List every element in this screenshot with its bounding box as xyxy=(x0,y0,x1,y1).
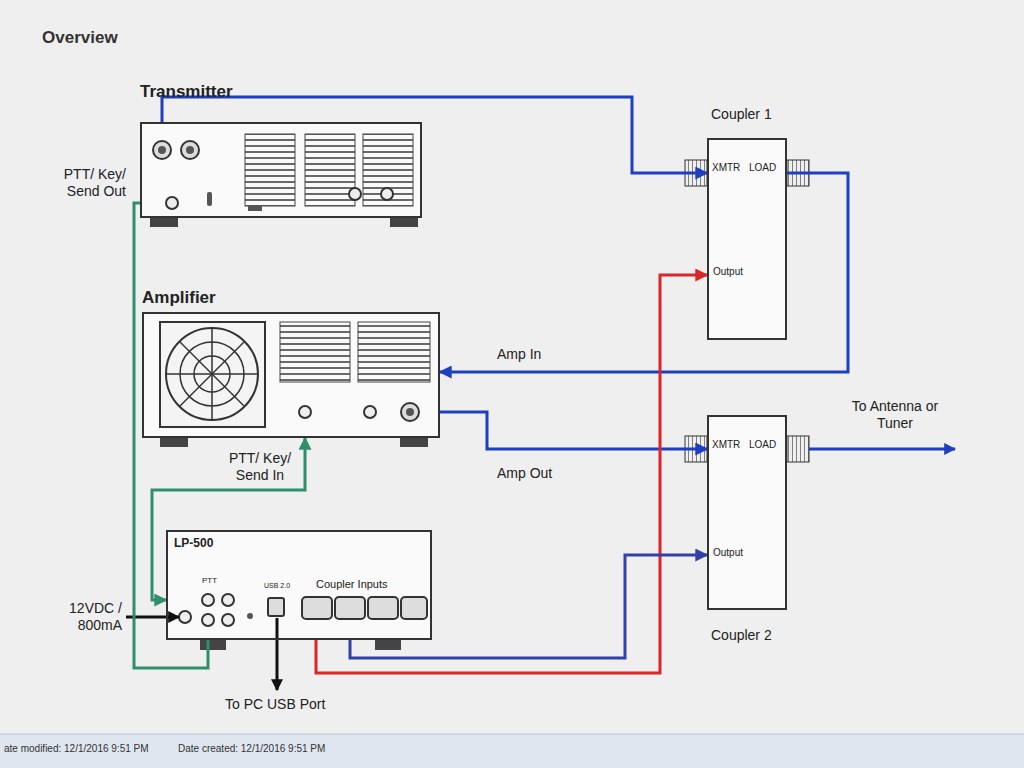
amplifier-panel xyxy=(358,322,430,382)
coupler-body xyxy=(707,415,787,610)
lp500-panel xyxy=(268,598,284,616)
lp500-panel xyxy=(179,611,191,623)
panel-label: XMTR xyxy=(712,439,740,451)
lp500-panel xyxy=(368,597,398,619)
diagram-title: Overview xyxy=(42,28,118,48)
transmitter-panel xyxy=(140,122,422,218)
status-bar xyxy=(0,734,1024,768)
coupler-box: XMTRLOADOutputCoupler 2 xyxy=(707,415,787,610)
cable xyxy=(134,203,208,668)
coupler-body xyxy=(707,138,787,340)
lp500-panel xyxy=(401,597,427,619)
cable xyxy=(350,555,707,658)
amplifier-panel xyxy=(142,312,440,447)
cable xyxy=(316,275,707,673)
transmitter-panel xyxy=(363,134,413,206)
cable xyxy=(440,412,707,449)
unit-heading: Amplifier xyxy=(142,288,216,308)
transmitter-panel xyxy=(186,146,194,154)
transmitter-panel xyxy=(248,205,262,211)
transmitter-panel xyxy=(305,134,355,206)
transmitter-panel xyxy=(166,197,178,209)
panel-label: LOAD xyxy=(749,439,776,451)
amplifier-panel xyxy=(180,342,244,406)
transmitter-panel xyxy=(140,122,422,227)
coupler-box: Coupler 1XMTRLOADOutput xyxy=(707,138,787,340)
transmitter-panel xyxy=(153,141,171,159)
unit-heading: Transmitter xyxy=(140,82,233,102)
lp500-panel xyxy=(200,640,226,650)
usb-label: To PC USB Port xyxy=(225,696,325,713)
lp500-panel xyxy=(247,613,253,619)
lp500-panel xyxy=(222,594,234,606)
panel-label: USB 2.0 xyxy=(264,582,290,590)
unit-heading: Coupler 2 xyxy=(711,627,772,644)
amplifier-panel xyxy=(160,322,265,427)
cable-label: PTT/ Key/ Send Out xyxy=(46,166,126,200)
lp500-panel xyxy=(375,640,401,650)
lp500-panel xyxy=(302,597,332,619)
transmitter-panel xyxy=(158,146,166,154)
lp500-panel xyxy=(166,530,432,650)
amplifier-panel xyxy=(142,312,440,438)
lp500-panel xyxy=(202,614,214,626)
file-date: ate modified: 12/1/2016 9:51 PM xyxy=(4,743,149,755)
amplifier-panel xyxy=(280,322,350,382)
lp500-panel xyxy=(202,594,214,606)
transmitter-panel xyxy=(381,188,393,200)
transmitter-panel xyxy=(181,141,199,159)
cable-label: PTT/ Key/ Send In xyxy=(215,450,305,484)
transmitter-panel xyxy=(349,188,361,200)
usb-lead xyxy=(277,618,278,690)
panel-label: Output xyxy=(713,266,743,278)
amplifier-panel xyxy=(166,328,258,420)
coupler-body xyxy=(685,138,809,610)
lp500-panel xyxy=(222,614,234,626)
amplifier-panel xyxy=(364,406,376,418)
lp500-panel xyxy=(335,597,365,619)
lp500-panel xyxy=(166,530,432,640)
antenna-feed xyxy=(809,448,955,451)
panel-label: Coupler Inputs xyxy=(316,578,388,591)
amplifier-box: Amplifier xyxy=(142,312,440,438)
unit-heading: Coupler 1 xyxy=(711,106,772,123)
panel-label: XMTR xyxy=(712,162,740,174)
transmitter-panel xyxy=(245,134,295,206)
amplifier-panel xyxy=(406,408,414,416)
transmitter-panel xyxy=(207,192,212,206)
transmitter-panel xyxy=(150,218,178,227)
amplifier-panel xyxy=(401,403,419,421)
panel-label: LP-500 xyxy=(174,536,213,550)
destination-label: To Antenna or Tuner xyxy=(850,398,940,432)
panel-label: Output xyxy=(713,547,743,559)
cable-label: Amp In xyxy=(497,346,577,363)
transmitter-panel xyxy=(390,218,418,227)
power-label: 12VDC / 800mA xyxy=(46,600,122,634)
amplifier-panel xyxy=(400,438,428,447)
cable xyxy=(152,438,305,600)
cable-label: Amp Out xyxy=(497,465,587,482)
cable xyxy=(162,97,707,173)
amplifier-panel xyxy=(180,342,244,406)
status-bar xyxy=(0,734,1024,768)
file-date: Date created: 12/1/2016 9:51 PM xyxy=(178,743,325,755)
amplifier-panel xyxy=(299,406,311,418)
amplifier-panel xyxy=(160,438,188,447)
coupler-body xyxy=(787,436,809,462)
panel-label: PTT xyxy=(202,576,217,586)
antenna-feed xyxy=(809,449,955,450)
panel-label: LOAD xyxy=(749,162,776,174)
lp500-box: LP-500PTT USB 2.0 Coupler Inputs xyxy=(166,530,432,640)
transmitter-box: Transmitter xyxy=(140,122,422,218)
status-bar xyxy=(0,734,1024,735)
usb-lead xyxy=(276,618,279,690)
